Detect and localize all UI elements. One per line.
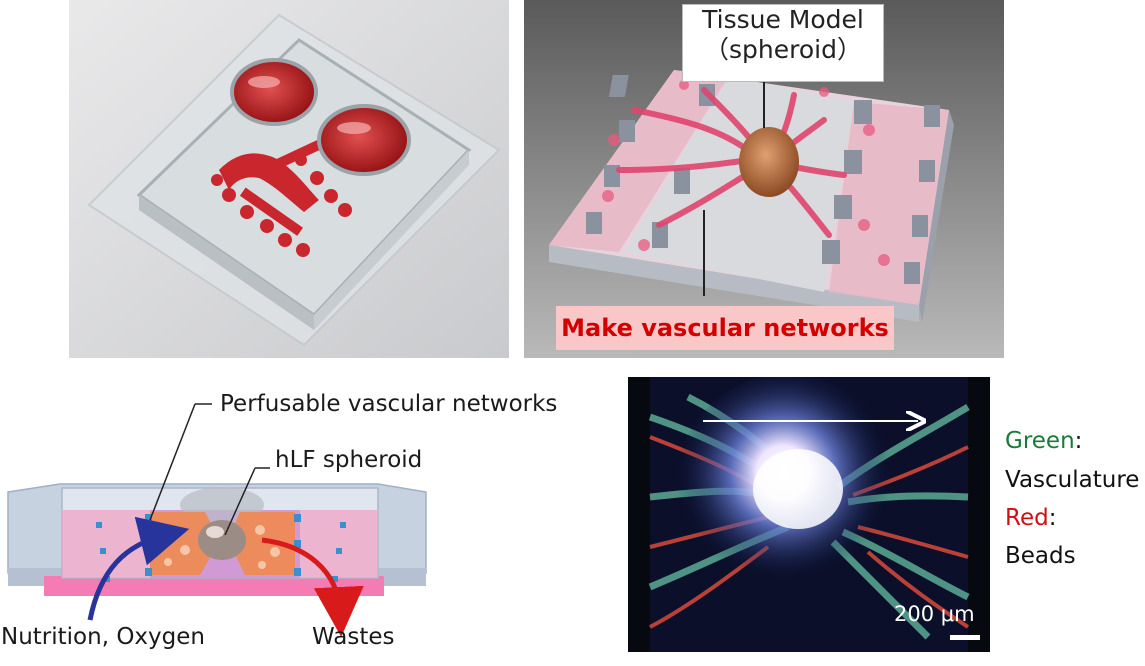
tissue-model-subtitle: （spheroid） xyxy=(704,35,862,64)
chip-schematic: Perfusable vascular networks hLF spheroi… xyxy=(0,380,600,666)
microscopy-image: 200 μm xyxy=(628,377,990,652)
tissue-model-callout: Tissue Model （spheroid） xyxy=(682,4,884,82)
legend-beads: Beads xyxy=(1005,543,1076,569)
perfusable-networks-label: Perfusable vascular networks xyxy=(220,391,558,417)
legend-green-colon: : xyxy=(1074,428,1083,454)
legend-red: Red: xyxy=(1005,505,1056,531)
scale-bar-label: 200 μm xyxy=(894,602,975,626)
tissue-model-render: Tissue Model （spheroid） Make vascular ne… xyxy=(524,0,1004,358)
legend-green-word: Green xyxy=(1005,428,1075,454)
tissue-model-title: Tissue Model xyxy=(702,5,864,34)
device-photo xyxy=(69,0,509,358)
legend-vasculature: Vasculature xyxy=(1005,467,1140,493)
legend-red-colon: : xyxy=(1048,505,1057,531)
legend-red-word: Red xyxy=(1005,505,1049,531)
hlf-spheroid-label: hLF spheroid xyxy=(275,447,423,473)
nutrition-oxygen-label: Nutrition, Oxygen xyxy=(1,624,205,650)
wastes-label: Wastes xyxy=(312,624,395,650)
vascular-networks-label: Make vascular networks xyxy=(556,306,894,350)
legend-green: Green: xyxy=(1005,428,1082,454)
